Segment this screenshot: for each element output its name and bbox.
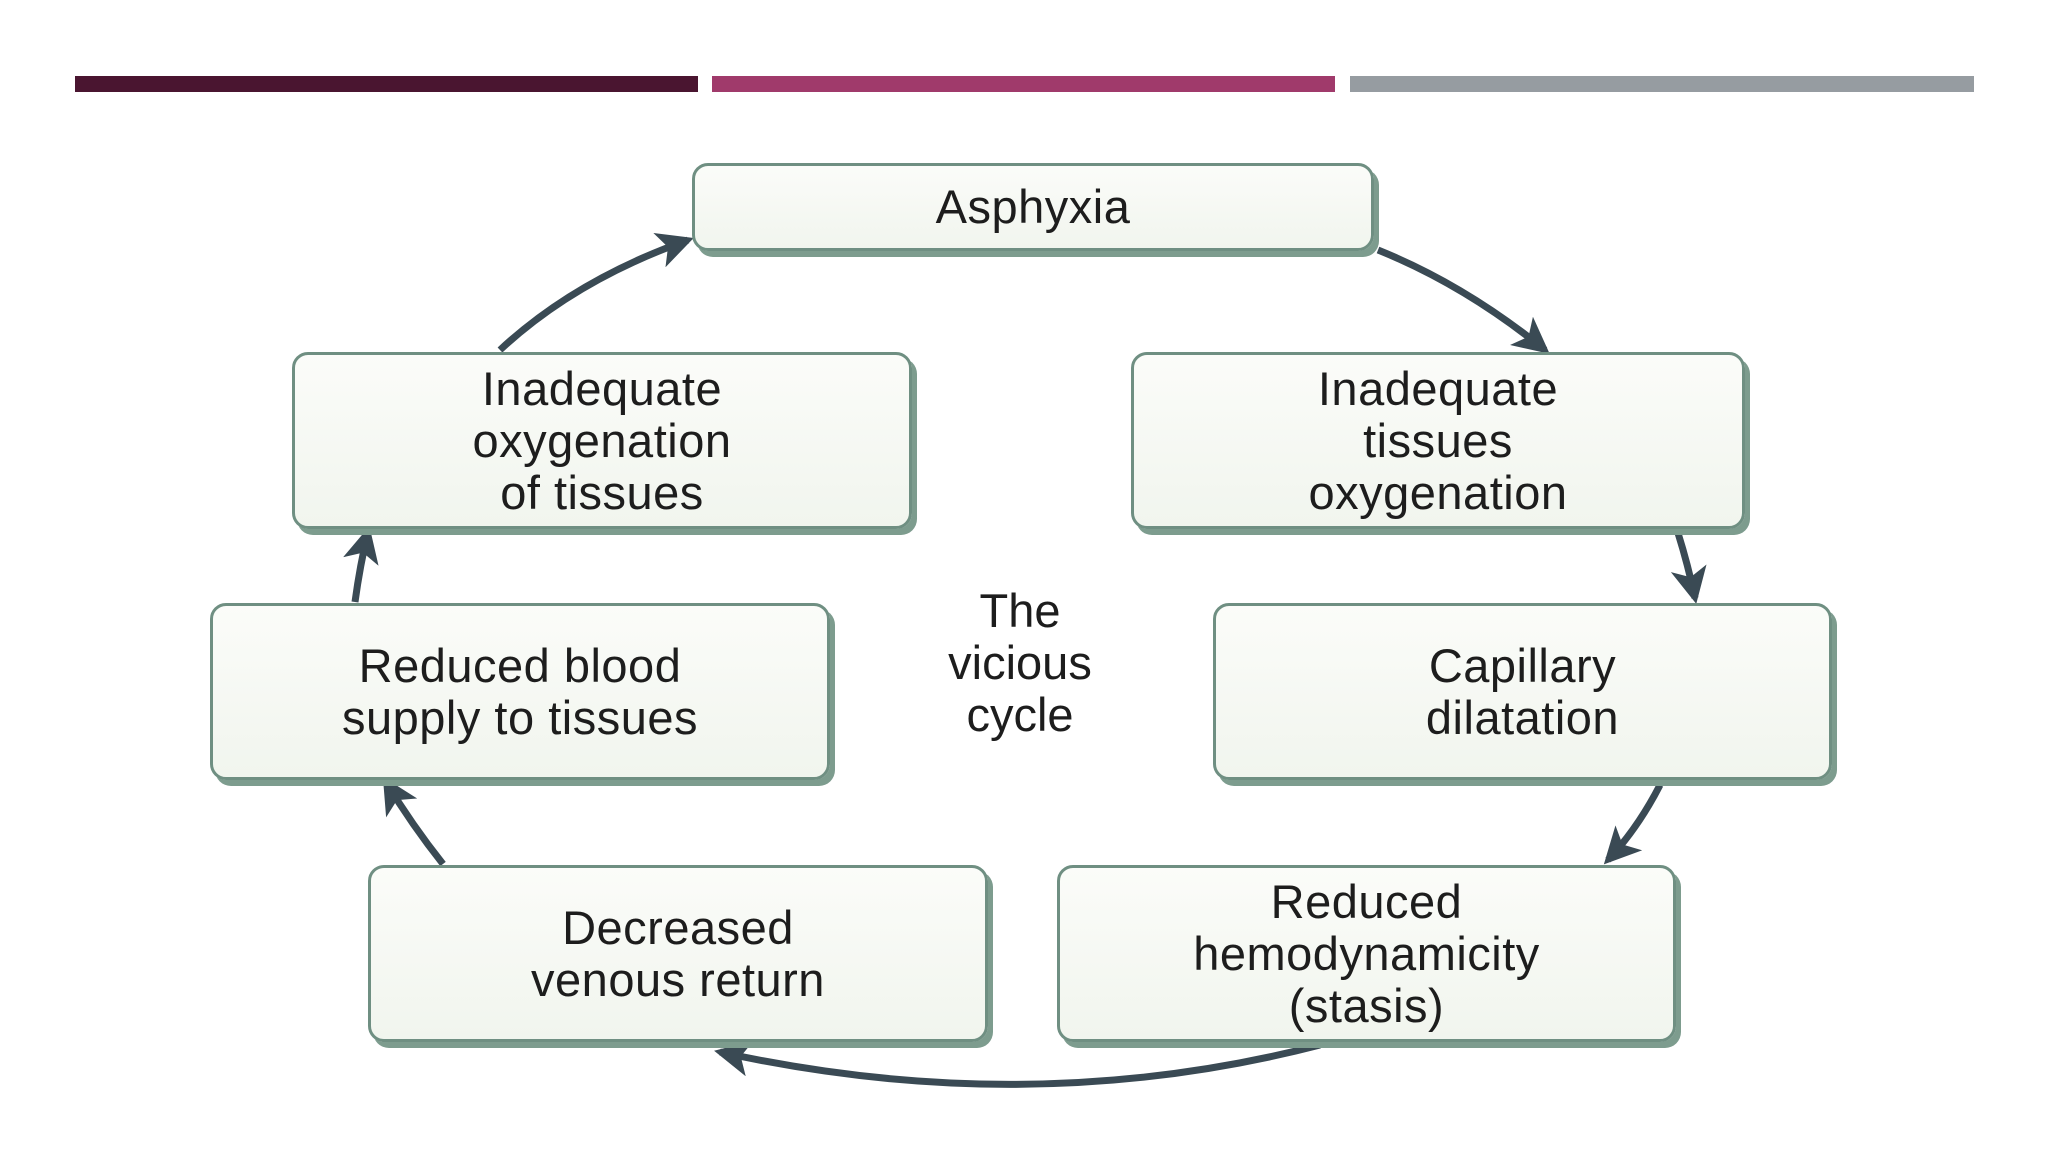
node-decreased-venous-return: Decreased venous return: [368, 865, 988, 1042]
accent-bar-dark: [75, 76, 698, 92]
arrow-reduced-blood-supply-to-inadequate-oxygenation-of-tissues: [343, 526, 379, 603]
arrow-inadequate-oxygenation-of-tissues-to-asphyxia: [497, 232, 694, 353]
accent-bar-gray: [1350, 76, 1974, 92]
center-label: The vicious cycle: [948, 584, 1092, 741]
arrow-decreased-venous-return-to-reduced-blood-supply: [382, 776, 446, 867]
node-reduced-blood-supply: Reduced blood supply to tissues: [210, 603, 830, 780]
node-inadequate-oxygenation-of-tissues: Inadequate oxygenation of tissues: [292, 352, 912, 529]
node-asphyxia: Asphyxia: [692, 163, 1374, 251]
arrow-inadequate-tissues-oxygenation-to-capillary-dilatation: [1670, 531, 1707, 604]
arrow-asphyxia-to-inadequate-tissues-oxygenation: [1376, 246, 1550, 354]
arrow-reduced-hemodynamicity-to-decreased-venous-return: [714, 1040, 1321, 1088]
arrow-capillary-dilatation-to-reduced-hemodynamicity: [1603, 783, 1664, 865]
node-capillary-dilatation: Capillary dilatation: [1213, 603, 1832, 780]
node-reduced-hemodynamicity: Reduced hemodynamicity (stasis): [1057, 865, 1676, 1042]
accent-bar-magenta: [712, 76, 1335, 92]
node-inadequate-tissues-oxygenation: Inadequate tissues oxygenation: [1131, 352, 1745, 529]
